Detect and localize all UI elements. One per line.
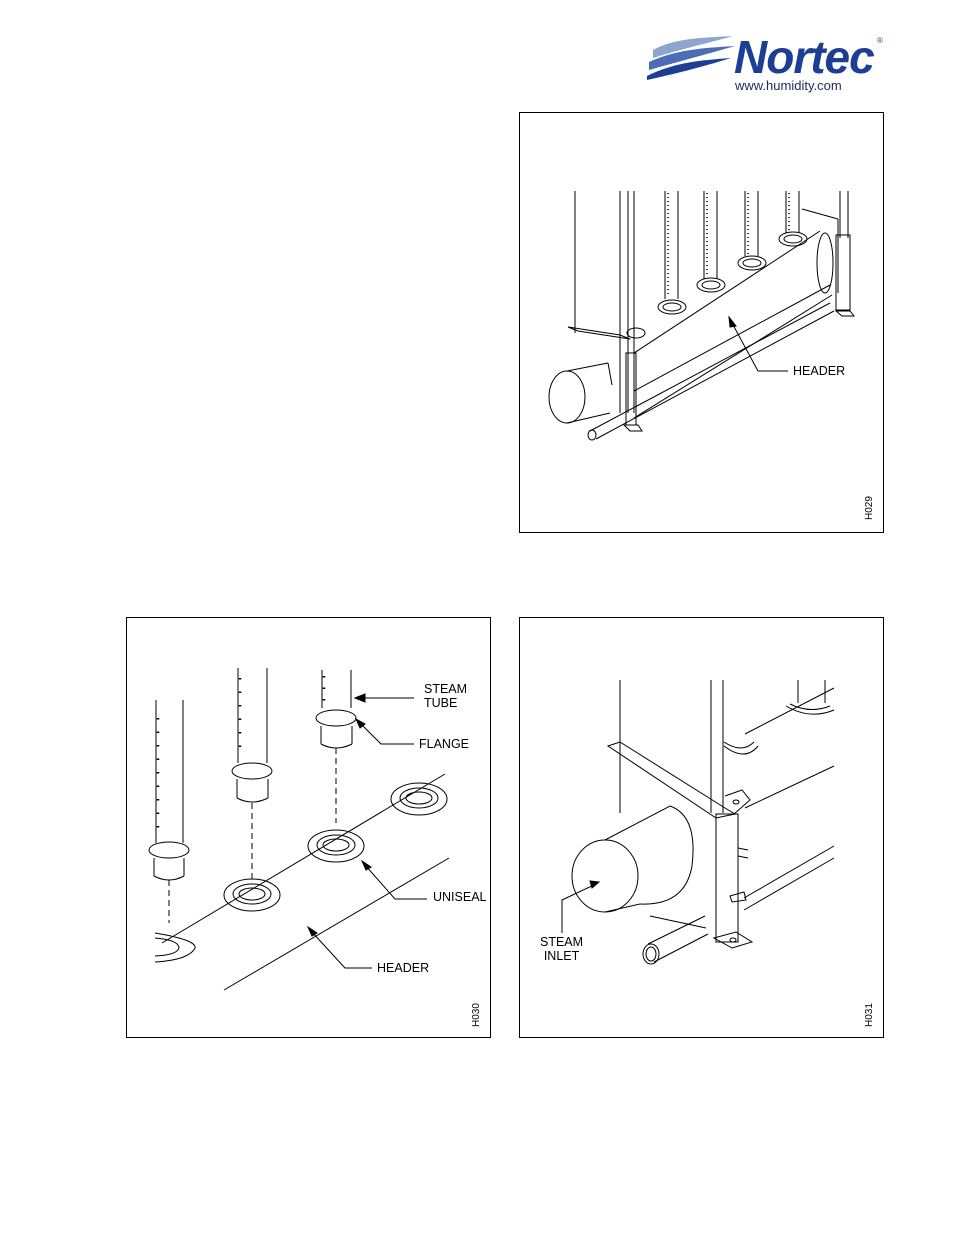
label-header: HEADER [793, 364, 846, 378]
figure-code: H031 [864, 1003, 875, 1027]
header-assembly-drawing [548, 191, 856, 441]
label-steam-tube: STEAM TUBE [424, 682, 468, 710]
figure-code: H029 [864, 496, 875, 520]
logo-url: www.humidity.com [735, 78, 842, 93]
wave-logo-icon [647, 36, 735, 80]
label-header: HEADER [377, 961, 430, 975]
label-steam-inlet: STEAM INLET [540, 935, 584, 963]
steam-tube-uniseal-drawing [148, 668, 450, 991]
figure-code: H030 [471, 1003, 482, 1027]
figure-steam-inlet-detail: STEAM INLET H031 [519, 617, 884, 1038]
label-uniseal: UNISEAL [433, 890, 487, 904]
nortec-logo: Nortec ® www.humidity.com [645, 28, 895, 98]
figure-header-overview: HEADER H029 [519, 112, 884, 533]
figure-steam-tube-detail: STEAM TUBE FLANGE UNISEAL HEADER H030 [126, 617, 491, 1038]
steam-inlet-drawing [561, 680, 835, 965]
label-flange: FLANGE [419, 737, 470, 751]
logo-registered-mark: ® [877, 36, 883, 45]
logo-wordmark: Nortec [734, 31, 875, 83]
